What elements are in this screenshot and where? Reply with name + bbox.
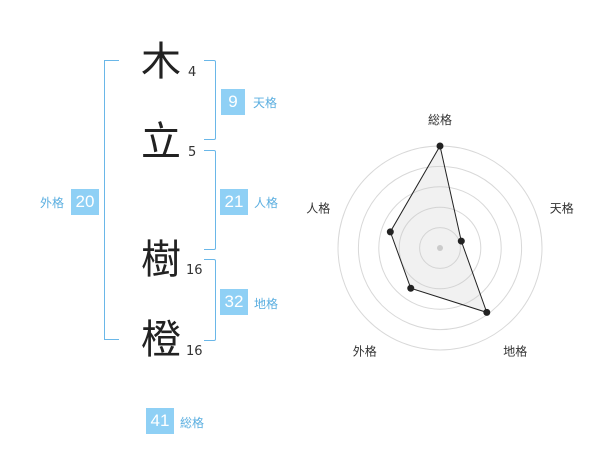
tenkaku-badge: 9 xyxy=(221,89,245,115)
chikaku-label: 地格 xyxy=(254,297,279,311)
char-1-strokes: 4 xyxy=(188,65,197,80)
chikaku-badge: 32 xyxy=(220,289,248,315)
radar-ring-2 xyxy=(398,206,482,290)
gaikaku-bracket xyxy=(104,60,119,340)
radar-point-1 xyxy=(457,237,465,245)
radar-point-2 xyxy=(483,308,491,316)
radar-polygon xyxy=(389,144,488,314)
char-3-strokes: 16 xyxy=(186,263,203,278)
tenkaku-bracket xyxy=(204,60,216,140)
radar-axis-label-3: 外格 xyxy=(353,344,377,359)
char-2-strokes: 5 xyxy=(188,145,197,160)
radar-ring-3 xyxy=(378,186,502,310)
soukaku-badge: 41 xyxy=(146,408,174,434)
chikaku-bracket xyxy=(204,259,216,341)
char-4-strokes: 16 xyxy=(186,344,203,359)
radar-point-4 xyxy=(386,228,394,236)
jinkaku-label: 人格 xyxy=(254,196,279,210)
radar-shape xyxy=(386,142,491,316)
char-1: 木 xyxy=(141,39,181,85)
radar-point-3 xyxy=(407,284,415,292)
tenkaku-label: 天格 xyxy=(253,96,278,110)
soukaku-label: 総格 xyxy=(180,416,205,430)
radar-axis-label-2: 地格 xyxy=(503,344,527,359)
radar-axis-label-1: 天格 xyxy=(550,200,574,215)
radar-ring-1 xyxy=(419,227,461,269)
char-2: 立 xyxy=(141,119,181,165)
jinkaku-bracket xyxy=(204,150,216,250)
gaikaku-label: 外格 xyxy=(40,196,65,210)
radar-axis-label-4: 人格 xyxy=(306,200,330,215)
char-3: 樹 xyxy=(141,237,181,283)
radar-axis-label-0: 総格 xyxy=(428,112,452,127)
radar-center xyxy=(437,245,443,251)
jinkaku-badge: 21 xyxy=(220,189,248,215)
gaikaku-badge: 20 xyxy=(71,189,99,215)
radar-ring-4 xyxy=(357,165,523,331)
radar-point-0 xyxy=(436,142,444,150)
char-4: 橙 xyxy=(141,317,181,363)
